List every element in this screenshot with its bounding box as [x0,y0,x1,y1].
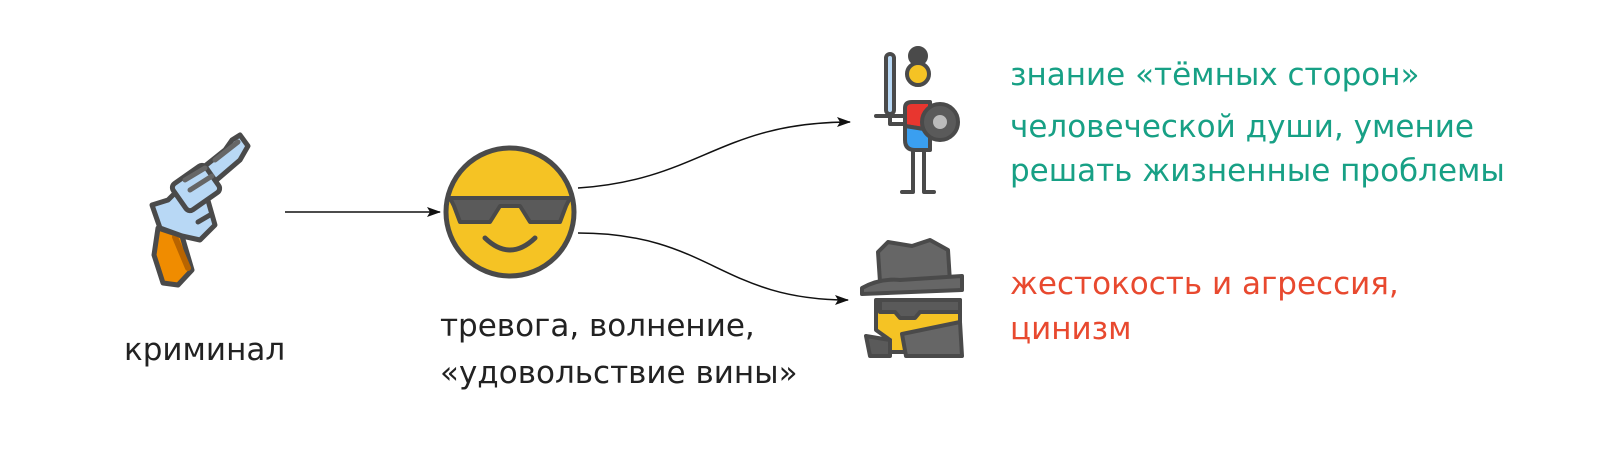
negative-outcome-line-1: жестокость и агрессия, [1010,266,1399,302]
knight-icon [874,46,960,194]
arrow-emotion-to-positive [577,117,851,189]
emotion-label-line-1: тревога, волнение, [440,308,755,344]
spy-icon [860,238,964,358]
revolver-icon [149,132,251,288]
sunglasses-smiley-icon [443,145,577,279]
arrow-emotion-to-negative [577,232,849,305]
negative-outcome-line-2: цинизм [1010,311,1132,347]
emotion-label-line-2: «удовольствие вины» [440,355,798,391]
positive-outcome-line-3: решать жизненные проблемы [1010,153,1505,189]
positive-outcome-line-2: человеческой души, умение [1010,109,1474,145]
criminal-label: криминал [124,332,286,368]
positive-outcome-line-1: знание «тёмных сторон» [1010,57,1420,93]
